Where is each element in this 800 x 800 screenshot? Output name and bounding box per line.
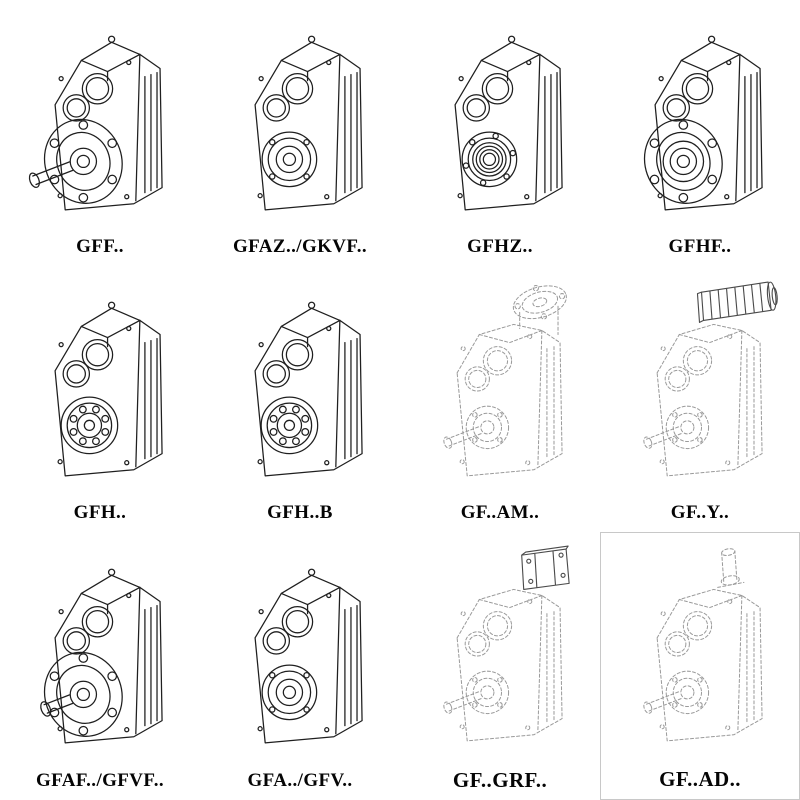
gearbox-cell-input-shaft: GF..AD.. — [600, 532, 800, 800]
gearbox-line-art — [443, 284, 567, 476]
gearbox-cell-hollow: GFA../GFV.. — [200, 532, 400, 800]
gearbox-isometric-drawing — [603, 537, 797, 766]
gearbox-isometric-drawing — [202, 270, 398, 501]
gearbox-model-label: GFAF../GFVF.. — [35, 770, 164, 792]
gearbox-cell-flange-shaft: GFF.. — [0, 0, 200, 266]
gearbox-isometric-drawing — [402, 270, 598, 501]
gearbox-cell-flange-short-shaft: GFAF../GFVF.. — [0, 532, 200, 800]
gearbox-isometric-drawing — [402, 4, 598, 235]
gearbox-model-label: GFHF.. — [668, 236, 732, 258]
gearbox-line-art — [54, 301, 163, 476]
gearbox-isometric-drawing — [602, 270, 798, 501]
gearbox-line-art — [643, 548, 763, 742]
gearbox-isometric-drawing — [402, 536, 598, 767]
gearbox-model-label: GFHZ.. — [467, 236, 533, 258]
gearbox-model-label: GFF.. — [76, 236, 124, 258]
gearbox-isometric-drawing — [602, 4, 798, 235]
gearbox-line-art — [28, 35, 163, 210]
gearbox-line-art — [254, 35, 363, 210]
gearbox-model-label: GF..Y.. — [670, 502, 730, 524]
gearbox-model-label: GFA../GFV.. — [247, 770, 353, 792]
gearbox-cell-bearing: GFH.. — [0, 266, 200, 532]
gearbox-cell-adapter-block: GF..GRF.. — [400, 532, 600, 800]
gearbox-line-art — [454, 35, 563, 210]
gearbox-cell-hollow: GFAZ../GKVF.. — [200, 0, 400, 266]
gearbox-model-label: GFH..B — [267, 502, 333, 524]
gearbox-model-label: GF..AD.. — [659, 766, 741, 791]
gearbox-line-art — [254, 568, 363, 743]
gearbox-cell-flange-bore: GFHF.. — [600, 0, 800, 266]
gearbox-cell-bearing: GFH..B — [200, 266, 400, 532]
gearbox-line-art — [443, 545, 570, 742]
gearbox-model-label: GF..GRF.. — [452, 767, 548, 792]
gearbox-line-art — [643, 281, 778, 476]
gearbox-line-art — [643, 35, 763, 210]
gearbox-model-label: GF..AM.. — [460, 502, 540, 524]
gearbox-isometric-drawing — [2, 536, 198, 769]
gearbox-isometric-drawing — [2, 270, 198, 501]
gearbox-cell-hollow-deep: GFHZ.. — [400, 0, 600, 266]
gearbox-model-label: GFAZ../GKVF.. — [233, 236, 367, 258]
gearbox-line-art — [40, 568, 163, 743]
gearbox-model-label: GFH.. — [73, 502, 127, 524]
gearbox-cell-iec-adapter: GF..AM.. — [400, 266, 600, 532]
gearbox-isometric-drawing — [202, 536, 398, 769]
gearbox-isometric-drawing — [202, 4, 398, 235]
gearbox-cell-motor: GF..Y.. — [600, 266, 800, 532]
gearbox-line-art — [254, 301, 363, 476]
gearbox-isometric-drawing — [2, 4, 198, 235]
